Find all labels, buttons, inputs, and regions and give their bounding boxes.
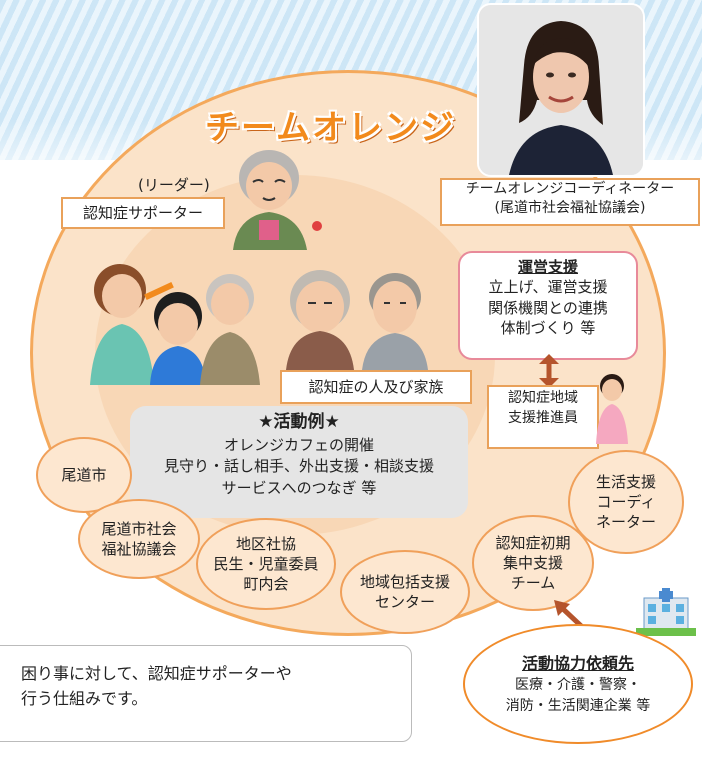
org-district: 地区社協 民生・児童委員 町内会	[196, 518, 336, 610]
activity-examples-line2: 見守り・話し相手、外出支援・相談支援	[163, 457, 434, 476]
org-early-team-line1: 認知症初期	[495, 533, 571, 552]
bottom-description-box: 困り事に対して、認知症サポーターや 行う仕組みです。	[0, 645, 412, 742]
org-social-welfare-council: 尾道市社会 福祉協議会	[78, 499, 200, 579]
org-district-line1: 地区社協	[235, 534, 296, 553]
promoter-line2: 支援推進員	[508, 409, 578, 426]
promoter-figure-icon	[596, 374, 628, 444]
activity-examples-heading: ★活動例★	[258, 412, 340, 432]
org-social-welfare-line1: 尾道市社会	[101, 519, 177, 538]
coordinator-line1: チームオレンジコーディネーター	[465, 181, 675, 197]
supporter-illustration	[90, 264, 260, 385]
hospital-icon	[636, 588, 696, 636]
activity-examples-box: ★活動例★ オレンジカフェの開催 見守り・話し相手、外出支援・相談支援 サービス…	[130, 406, 468, 518]
org-life-support-line2: コーディ	[596, 492, 656, 511]
org-life-support-line3: ネーター	[595, 513, 656, 532]
family-illustration	[286, 270, 428, 370]
bottom-text-line1: 困り事に対して、認知症サポーターや	[21, 664, 292, 683]
org-life-support-line1: 生活支援	[595, 472, 656, 491]
cooperation-request-line1: 医療・介護・警察・	[515, 677, 641, 694]
promoter-line1: 認知症地域	[508, 390, 578, 406]
leader-illustration	[233, 150, 322, 250]
leader-label: (リーダー)	[138, 176, 210, 194]
org-district-line2: 民生・児童委員	[213, 554, 319, 573]
org-onomichi-city-label: 尾道市	[61, 465, 107, 484]
coordinator-photo	[477, 3, 645, 177]
operation-support-line3: 体制づくり 等	[500, 318, 596, 337]
bottom-text-line2: 行う仕組みです。	[21, 688, 148, 708]
org-comprehensive-line2: センター	[374, 593, 435, 611]
activity-examples-line3: サービスへのつなぎ 等	[221, 479, 377, 498]
coordinator-line2: (尾道市社会福祉協議会)	[494, 199, 646, 216]
org-early-team-line3: チーム	[510, 574, 556, 593]
org-onomichi-city: 尾道市	[36, 437, 132, 513]
family-label: 認知症の人及び家族	[280, 370, 472, 404]
coordinator-label: チームオレンジコーディネーター (尾道市社会福祉協議会)	[440, 178, 700, 226]
cooperation-request-box: 活動協力依頼先 医療・介護・警察・ 消防・生活関連企業 等	[463, 624, 693, 744]
operation-support-line2: 関係機関との連携	[488, 298, 608, 317]
operation-support-heading: 運営支援	[517, 258, 578, 276]
org-comprehensive-center: 地域包括支援 センター	[340, 550, 470, 634]
org-social-welfare-line2: 福祉協議会	[101, 540, 177, 558]
promoter-box: 認知症地域 支援推進員	[487, 385, 599, 449]
supporter-label: 認知症サポーター	[61, 197, 225, 229]
activity-examples-line1: オレンジカフェの開催	[223, 435, 374, 454]
operation-support-line1: 立上げ、運営支援	[488, 278, 608, 297]
double-arrow-icon	[539, 354, 559, 388]
org-early-team-line2: 集中支援	[502, 553, 563, 572]
org-comprehensive-line1: 地域包括支援	[359, 572, 450, 591]
cooperation-request-line2: 消防・生活関連企業 等	[505, 697, 651, 714]
org-life-support-coordinator: 生活支援 コーディ ネーター	[568, 450, 684, 554]
cooperation-request-heading: 活動協力依頼先	[521, 654, 634, 674]
org-early-support-team: 認知症初期 集中支援 チーム	[472, 515, 594, 611]
operation-support-box: 運営支援 立上げ、運営支援 関係機関との連携 体制づくり 等	[458, 251, 638, 360]
org-district-line3: 町内会	[243, 575, 289, 594]
diagram-title: チームオレンジ	[205, 108, 456, 148]
